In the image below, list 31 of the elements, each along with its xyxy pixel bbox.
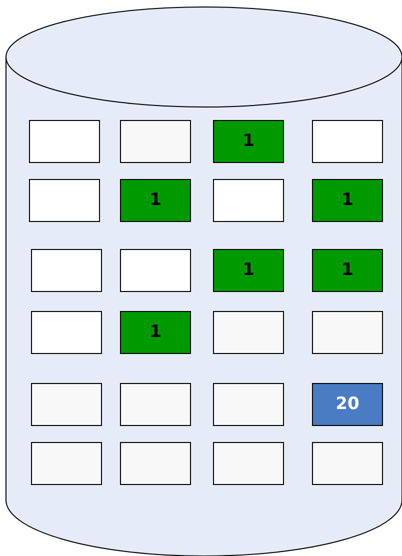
empty-cell — [31, 249, 102, 292]
value-cell — [213, 249, 284, 292]
empty-cell — [312, 442, 383, 485]
cell-value: 1 — [150, 320, 162, 344]
value-cell — [312, 383, 383, 426]
value-cell — [312, 179, 383, 222]
empty-cell — [120, 383, 191, 426]
empty-cell — [312, 120, 383, 163]
cell-value: 1 — [342, 188, 354, 212]
empty-cell — [213, 442, 284, 485]
cell-value: 1 — [150, 188, 162, 212]
value-cell — [312, 249, 383, 292]
cell-value: 20 — [336, 392, 360, 416]
empty-cell — [31, 442, 102, 485]
empty-cell — [31, 383, 102, 426]
empty-cell — [120, 120, 191, 163]
empty-cell — [29, 179, 100, 222]
value-cell — [120, 179, 191, 222]
empty-cell — [312, 311, 383, 354]
value-cell — [120, 311, 191, 354]
value-cell — [213, 120, 284, 163]
empty-cell — [120, 442, 191, 485]
cell-value: 1 — [342, 258, 354, 282]
cell-value: 1 — [242, 130, 254, 153]
empty-cell — [213, 383, 284, 426]
cell-value: 1 — [242, 258, 254, 282]
empty-cell — [31, 311, 102, 354]
empty-cell — [213, 311, 284, 354]
empty-cell — [120, 249, 191, 292]
empty-cell — [29, 120, 100, 163]
empty-cell — [213, 179, 284, 222]
